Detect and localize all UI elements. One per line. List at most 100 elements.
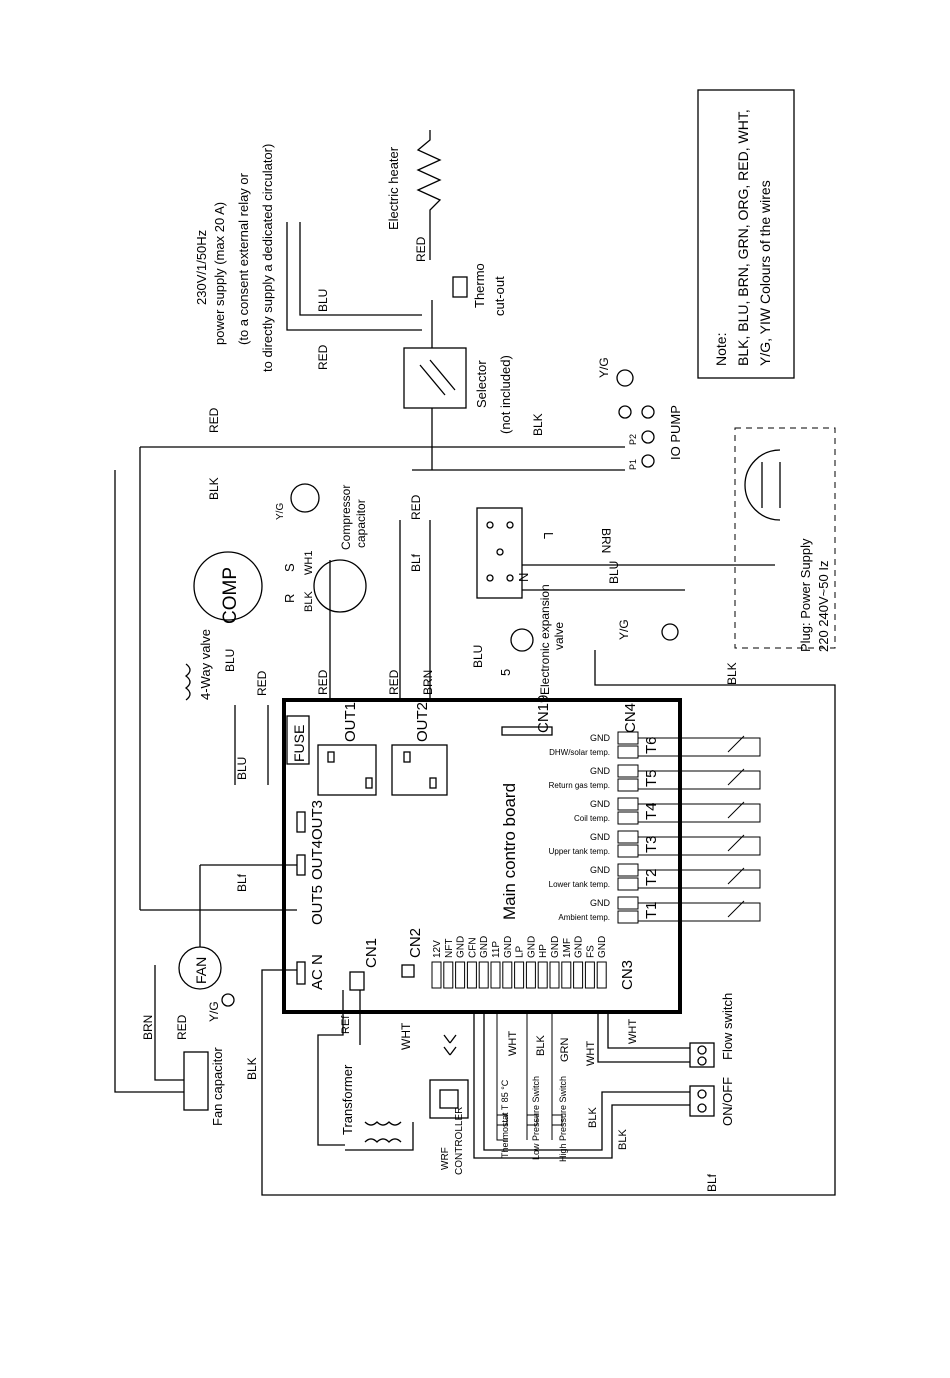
comp-ground-icon — [290, 483, 320, 513]
cn4-gnd-label: GND — [590, 898, 611, 908]
wire-label-red-heater: RED — [414, 236, 428, 262]
wire-label-blu-out3: BLU — [235, 757, 249, 780]
cn3-pin-label: FS — [585, 945, 596, 958]
wire-label-blf-bottom: BLf — [705, 1173, 719, 1192]
cn4-gnd-label: GND — [590, 865, 611, 875]
pump-terminal-2 — [641, 430, 655, 444]
wire-label-yg-plug: Y/G — [617, 619, 631, 640]
cn3-pin-label: 1MF — [562, 938, 573, 958]
wire-label-wht-flow-a: WHT — [585, 1041, 597, 1066]
wire-label-wht-thermo: WHT — [507, 1031, 519, 1056]
sensor-thermistor-icon — [727, 834, 745, 852]
cn4-sensor-id: T6 — [643, 736, 660, 754]
wire-label-blu-plug: BLU — [607, 561, 621, 584]
selector-switch-2 — [429, 359, 456, 391]
fuse-box — [286, 715, 310, 765]
fuse-label: FUSE — [291, 725, 307, 762]
pump-yg-label: Y/G — [597, 357, 611, 378]
comp-s-label: S — [282, 563, 297, 572]
plug-socket-shape — [744, 449, 781, 521]
cn4-sensor-label: Ambient temp. — [558, 913, 610, 922]
flow-switch-terminal — [689, 1042, 715, 1068]
wire-label-wht-flow-b: WHT — [627, 1019, 639, 1044]
fan-label: FAN — [193, 957, 209, 984]
wire-label-wh1: WH1 — [303, 551, 315, 575]
plug-ground-icon — [661, 623, 679, 641]
cn4-pin — [617, 910, 639, 924]
out2-contact-2 — [429, 777, 437, 789]
wire-label-brn-plug: BRN — [599, 528, 613, 553]
cn4-pin — [617, 764, 639, 778]
wire-label-blf-term: BLf — [409, 553, 423, 572]
cn3-pin-label: HP — [538, 944, 549, 958]
wire-label-blu-valve: BLU — [223, 649, 237, 672]
wrf-line1: WRF — [440, 1147, 451, 1170]
cn4-gnd-label: GND — [590, 733, 611, 743]
power-supply-line3: (to a consent external relay or — [236, 172, 251, 345]
cn3-pin — [596, 961, 607, 989]
onoff-screw-2 — [697, 1103, 707, 1113]
wire-label-blk-fan: BLK — [245, 1057, 259, 1080]
selector-switch-1 — [419, 364, 446, 396]
cn4-pin — [617, 797, 639, 811]
terminal-screw-3 — [486, 574, 494, 582]
wire-label-blu-exp: BLU — [471, 645, 485, 668]
comp-yg-label: Y/G — [275, 503, 286, 520]
onoff-screw-1 — [697, 1089, 707, 1099]
cn3-pin-label: 12V — [432, 940, 443, 958]
flow-screw-1 — [697, 1045, 707, 1055]
cn4-pin — [617, 863, 639, 877]
high-pressure-switch: High Pressure Switch — [551, 1010, 568, 1162]
wire-label-red-top: RED — [316, 344, 330, 370]
cn3-pin — [561, 961, 572, 989]
out2-label: OUT2 — [414, 702, 431, 742]
cn4-sensor-id: T1 — [643, 901, 660, 919]
out1-contact — [327, 751, 335, 763]
sensor-thermistor-icon — [727, 867, 745, 885]
cn3-pin — [573, 961, 584, 989]
temperature-sensors — [638, 735, 761, 922]
wire-label-brn-fan: BRN — [141, 1015, 155, 1040]
cn3-pin-label: GND — [526, 936, 537, 958]
exp-valve-line2: valve — [552, 622, 566, 650]
comp-capacitor-line2: capacitor — [354, 499, 368, 548]
wire-label-blk-onoff-b: BLK — [617, 1129, 629, 1150]
cn4-pin — [617, 877, 639, 891]
wire-label-blk-plug: BLK — [725, 662, 739, 685]
sensor-wire — [638, 902, 761, 922]
cn19-label: CN19 — [535, 695, 552, 733]
cn4-pin — [617, 778, 639, 792]
sensor-thermistor-icon — [727, 768, 745, 786]
pump-p2-label: P2 — [628, 434, 638, 445]
wire-label-blf-fan: BLf — [235, 873, 249, 892]
power-supply-line1: 230V/1/50Hz — [194, 230, 209, 305]
sensor-wire — [638, 803, 761, 823]
flow-switch-label: Flow switch — [720, 993, 735, 1060]
exp-valve-number: 5 — [498, 669, 513, 676]
out2-contact — [403, 751, 411, 763]
flow-wire-a — [597, 1010, 690, 1063]
heater-label: Electric heater — [386, 146, 401, 230]
sensor-wire — [638, 770, 761, 790]
sensor-thermistor-icon — [727, 735, 745, 753]
cn4-gnd-label: GND — [590, 799, 611, 809]
out4-label: OUT4 — [309, 840, 326, 880]
pump-p1-label: P1 — [628, 459, 638, 470]
sensor-thermistor-icon — [727, 900, 745, 918]
out3-label: OUT3 — [309, 800, 326, 840]
power-supply-line2: power supply (max 20 A) — [212, 202, 227, 345]
out1-relay — [317, 744, 377, 796]
note-line2: BLK, BLU, BRN, GRN, ORG, RED, WHT, — [735, 109, 751, 366]
cn4-pin — [617, 745, 639, 759]
cn3-pin-label: GND — [456, 936, 467, 958]
onoff-wire-a — [473, 1010, 690, 1159]
terminal-screw-1 — [486, 521, 494, 529]
cn3-label: CN3 — [619, 960, 636, 990]
out4-connector — [296, 854, 306, 876]
main-control-board — [282, 698, 682, 1014]
svg-text:Thermostat T 85 °C: Thermostat T 85 °C — [500, 1079, 510, 1158]
pump-terminal-4 — [618, 405, 632, 419]
pump-terminal-3 — [641, 454, 655, 468]
cn3-pin — [455, 961, 466, 989]
